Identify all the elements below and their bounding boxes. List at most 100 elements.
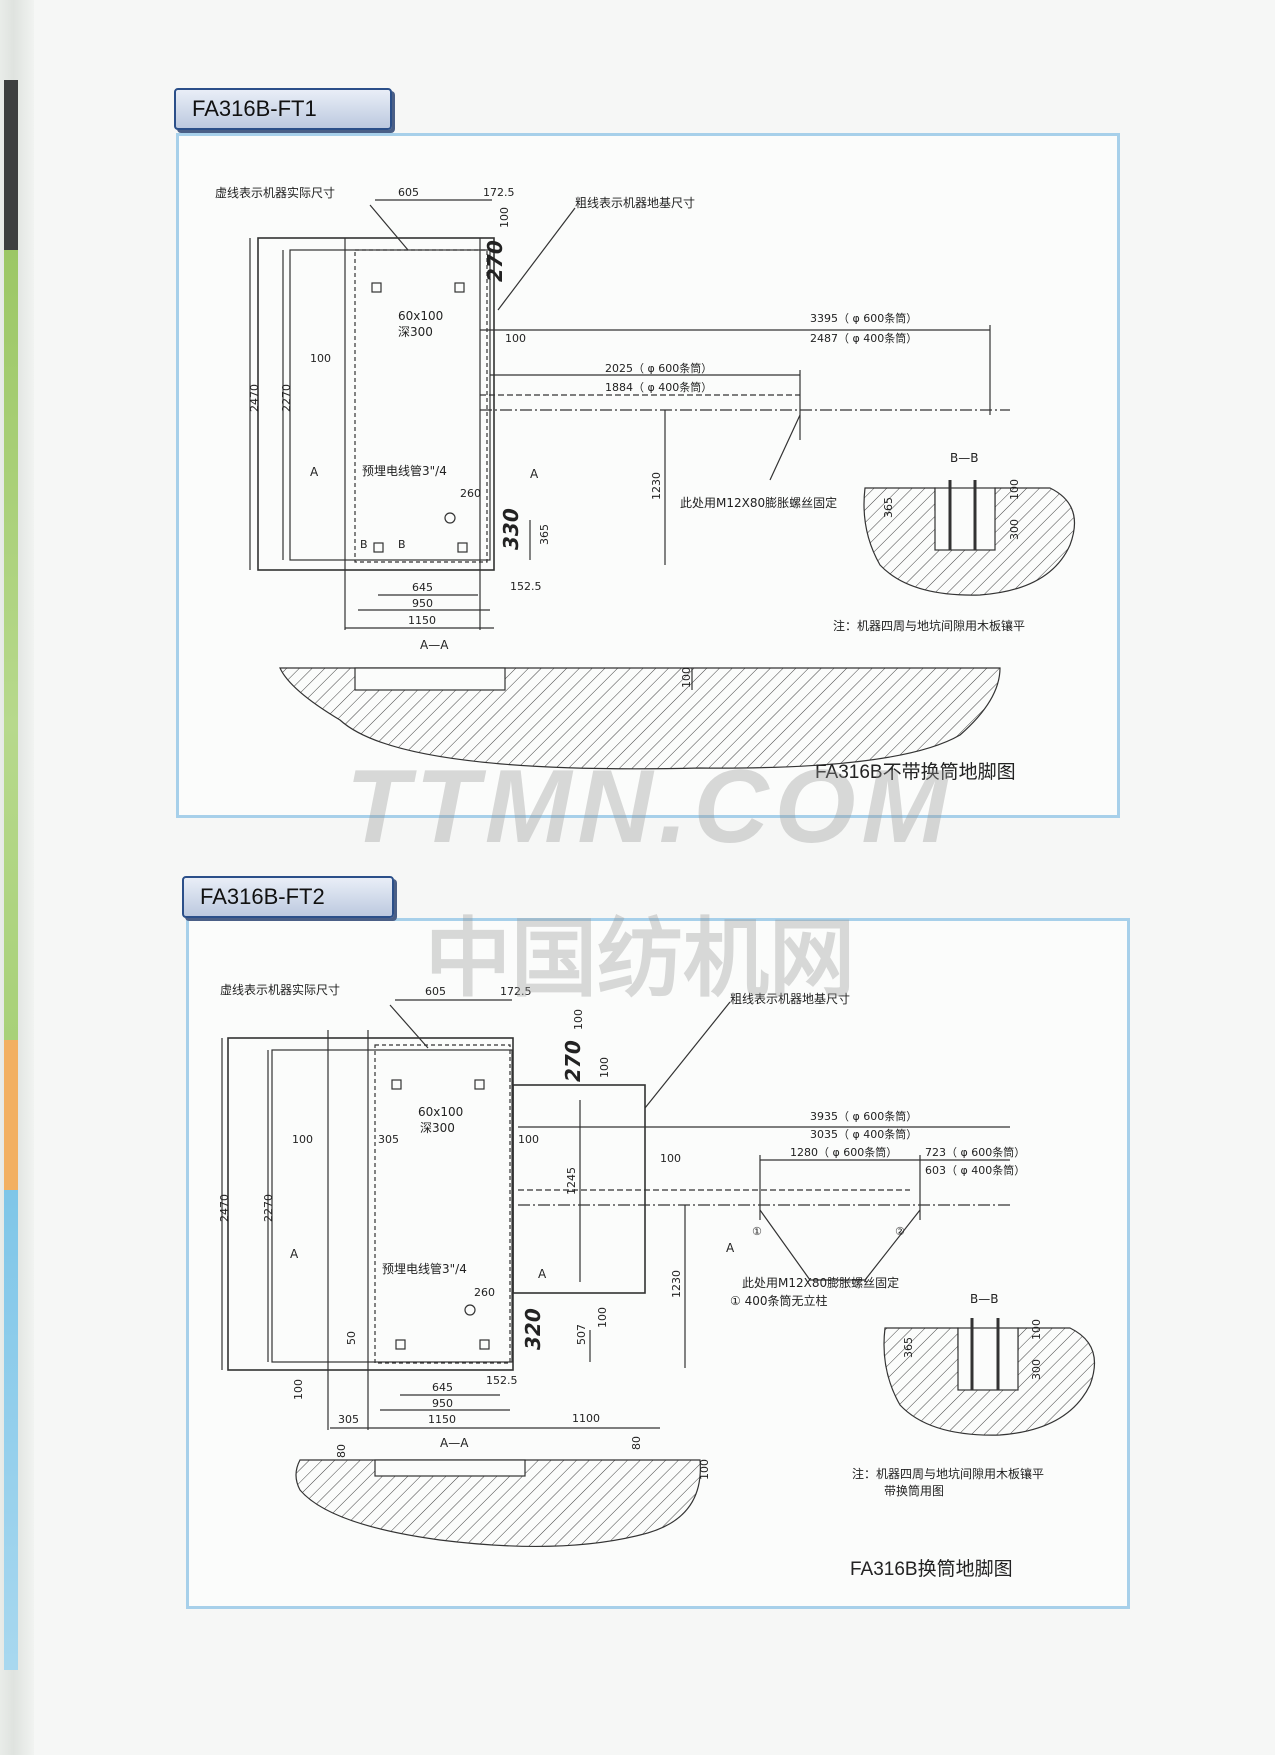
- ft1-caption: FA316B不带换筒地脚图: [815, 761, 1016, 783]
- ft2-pipe-label: 预埋电线管3"/4: [382, 1261, 467, 1276]
- ft1-section-aa-pit: [354, 667, 506, 691]
- ft1-dim-100b: 100: [505, 332, 526, 345]
- ft1-foundation-outline: [257, 237, 495, 571]
- ft2-aa-100: 100: [698, 1459, 711, 1480]
- ft2-dim-deep: 深300: [420, 1121, 455, 1135]
- ft2-section-aa: [295, 1459, 701, 1547]
- ft2-dim-1100: 1100: [572, 1412, 600, 1425]
- ft2-pipe-circle: [464, 1304, 476, 1316]
- ft2-dim-100h: 100: [518, 1133, 539, 1146]
- ft2-bb-100: 100: [1030, 1319, 1043, 1340]
- ft2-leader: [644, 1001, 731, 1109]
- ft1-labels: 虚线表示机器实际尺寸 粗线表示机器地基尺寸 605 172.5 100 270 …: [215, 185, 1025, 783]
- ft1-section-bb-pit: [934, 487, 996, 551]
- ft1-dim-605: 605: [398, 186, 419, 199]
- ft2-section-a-right: A: [726, 1241, 735, 1255]
- ft2-aa-80a: 80: [335, 1444, 348, 1458]
- ft1-bb-365: 365: [882, 497, 895, 518]
- ft1-dim-270: 270: [483, 240, 507, 282]
- ft2-dim-100a: 100: [572, 1009, 585, 1030]
- ft2-bolt-hole: [395, 1339, 406, 1350]
- ft1-section-a-right: A: [530, 467, 539, 481]
- ft1-bolt-hole: [371, 282, 382, 293]
- ft1-bolt-hole: [373, 542, 384, 553]
- ft2-labels: 虚线表示机器实际尺寸 粗线表示机器地基尺寸 605 172.5 100 270 …: [218, 982, 1044, 1580]
- ft1-dim-152: 152.5: [510, 580, 542, 593]
- ft2-dim-305a: 305: [378, 1133, 399, 1146]
- ft2-dim-152: 152.5: [486, 1374, 518, 1387]
- ft1-dim-172: 172.5: [483, 186, 515, 199]
- ft1-dim-2470-label: 2470: [248, 384, 261, 412]
- ft1-dim-2025: 2025（ φ 600条筒）: [605, 361, 712, 375]
- ft2-dim-3935: 3935（ φ 600条筒）: [810, 1109, 917, 1123]
- ft1-bb-100: 100: [1008, 479, 1021, 500]
- ft1-dim-2270-label: 2270: [280, 384, 293, 412]
- ft1-leader: [369, 204, 409, 251]
- ft2-circle-2: ②: [895, 1225, 905, 1238]
- ft2-dim-100k: 100: [292, 1379, 305, 1400]
- ft1-legend-dashed: 虚线表示机器实际尺寸: [215, 185, 335, 200]
- ft1-dim-950: 950: [412, 597, 433, 610]
- ft2-bolt-note: 此处用M12X80膨胀螺丝固定: [742, 1275, 899, 1290]
- ft1-dim-330: 330: [499, 508, 523, 550]
- ft2-dim-2270-label: 2270: [262, 1194, 275, 1222]
- ft1-title-tab: FA316B-FT1: [174, 88, 392, 130]
- ft2-dim-270: 270: [561, 1040, 585, 1082]
- ft1-section-b-right: B: [398, 538, 406, 551]
- ft2-dim-100g: 100: [292, 1133, 313, 1146]
- ft1-dim-365: 365: [538, 524, 551, 545]
- color-strip-orange: [4, 1040, 18, 1190]
- ft2-dim-723: 723（ φ 600条筒）: [925, 1145, 1025, 1159]
- ft1-dim-260: 260: [460, 487, 481, 500]
- ft2-bb-300: 300: [1030, 1359, 1043, 1380]
- ft2-legend-bold: 粗线表示机器地基尺寸: [730, 992, 850, 1006]
- ft2-leader: [389, 1004, 429, 1049]
- ft2-dim-1245-label: 1245: [565, 1167, 578, 1195]
- ft2-dim-950: 950: [432, 1397, 453, 1410]
- ft2-dim-60x100: 60x100: [418, 1105, 463, 1119]
- ft2-leader: [759, 1209, 921, 1281]
- ft2-note-2: 带换筒用图: [884, 1483, 944, 1498]
- ft2-machine-dashed: [374, 1044, 511, 1364]
- ft1-legend-bold: 粗线表示机器地基尺寸: [575, 196, 695, 210]
- ft2-circle-1: ①: [752, 1225, 762, 1238]
- ft2-note-1: 注：机器四周与地坑间隙用木板镶平: [852, 1466, 1044, 1481]
- color-strip-blue: [4, 1190, 18, 1670]
- ft2-bolt-hole: [479, 1339, 490, 1350]
- ft2-dim-100f: 100: [598, 1057, 611, 1078]
- ft2-bb-365: 365: [902, 1337, 915, 1358]
- ft1-dim-1150: 1150: [408, 614, 436, 627]
- ft1-dim-60x100: 60x100: [398, 309, 443, 323]
- ft1-dim-1230-label: 1230: [650, 472, 663, 500]
- ft1-dim-1884: 1884（ φ 400条筒）: [605, 380, 712, 394]
- ft2-section-aa-pit: [374, 1459, 526, 1477]
- ft1-bolt-note: 此处用M12X80膨胀螺丝固定: [680, 495, 837, 510]
- ft2-dim-507: 507: [575, 1324, 588, 1345]
- ft2-section-a-left: A: [290, 1247, 299, 1261]
- ft1-section-bb-label: B—B: [950, 451, 978, 465]
- ft2-dim-50: 50: [345, 1331, 358, 1345]
- ft2-changer-outline: [512, 1084, 646, 1294]
- ft1-bb-300: 300: [1008, 519, 1021, 540]
- ft1-inner-outline: [289, 249, 491, 561]
- ft1-machine-dashed: [354, 249, 488, 563]
- color-strip-green: [4, 250, 18, 1040]
- ft2-dim-1150: 1150: [428, 1413, 456, 1426]
- ft2-section-bb-label: B—B: [970, 1292, 998, 1306]
- ft1-leader: [497, 207, 576, 311]
- ft2-caption: FA316B换筒地脚图: [850, 1558, 1013, 1580]
- ft2-bolt-hole: [474, 1079, 485, 1090]
- ft1-bolt-hole: [454, 282, 465, 293]
- ft1-pipe-label: 预埋电线管3"/4: [362, 463, 447, 478]
- ft2-dim-603: 603（ φ 400条筒）: [925, 1163, 1025, 1177]
- ft1-dim-2487: 2487（ φ 400条筒）: [810, 331, 917, 345]
- ft2-legend-dashed: 虚线表示机器实际尺寸: [220, 982, 340, 997]
- ft2-dim-320: 320: [521, 1308, 545, 1350]
- ft1-dim-645: 645: [412, 581, 433, 594]
- ft2-dim-172: 172.5: [500, 985, 532, 998]
- ft1-section-a-left: A: [310, 465, 319, 479]
- ft2-dim-3035: 3035（ φ 400条筒）: [810, 1127, 917, 1141]
- ft1-section-b-left: B: [360, 538, 368, 551]
- ft2-section-a-mid: A: [538, 1267, 547, 1281]
